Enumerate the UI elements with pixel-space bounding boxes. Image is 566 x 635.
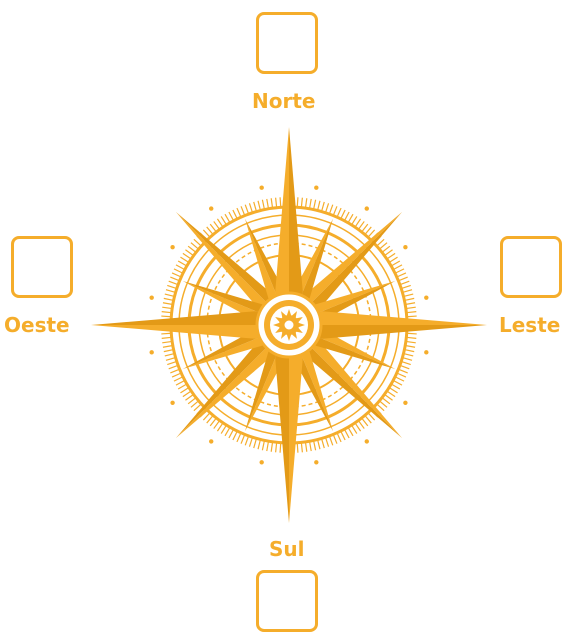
compass-rose-icon [0,0,566,635]
compass-diagram: Norte Oeste Leste Sul [0,0,566,635]
